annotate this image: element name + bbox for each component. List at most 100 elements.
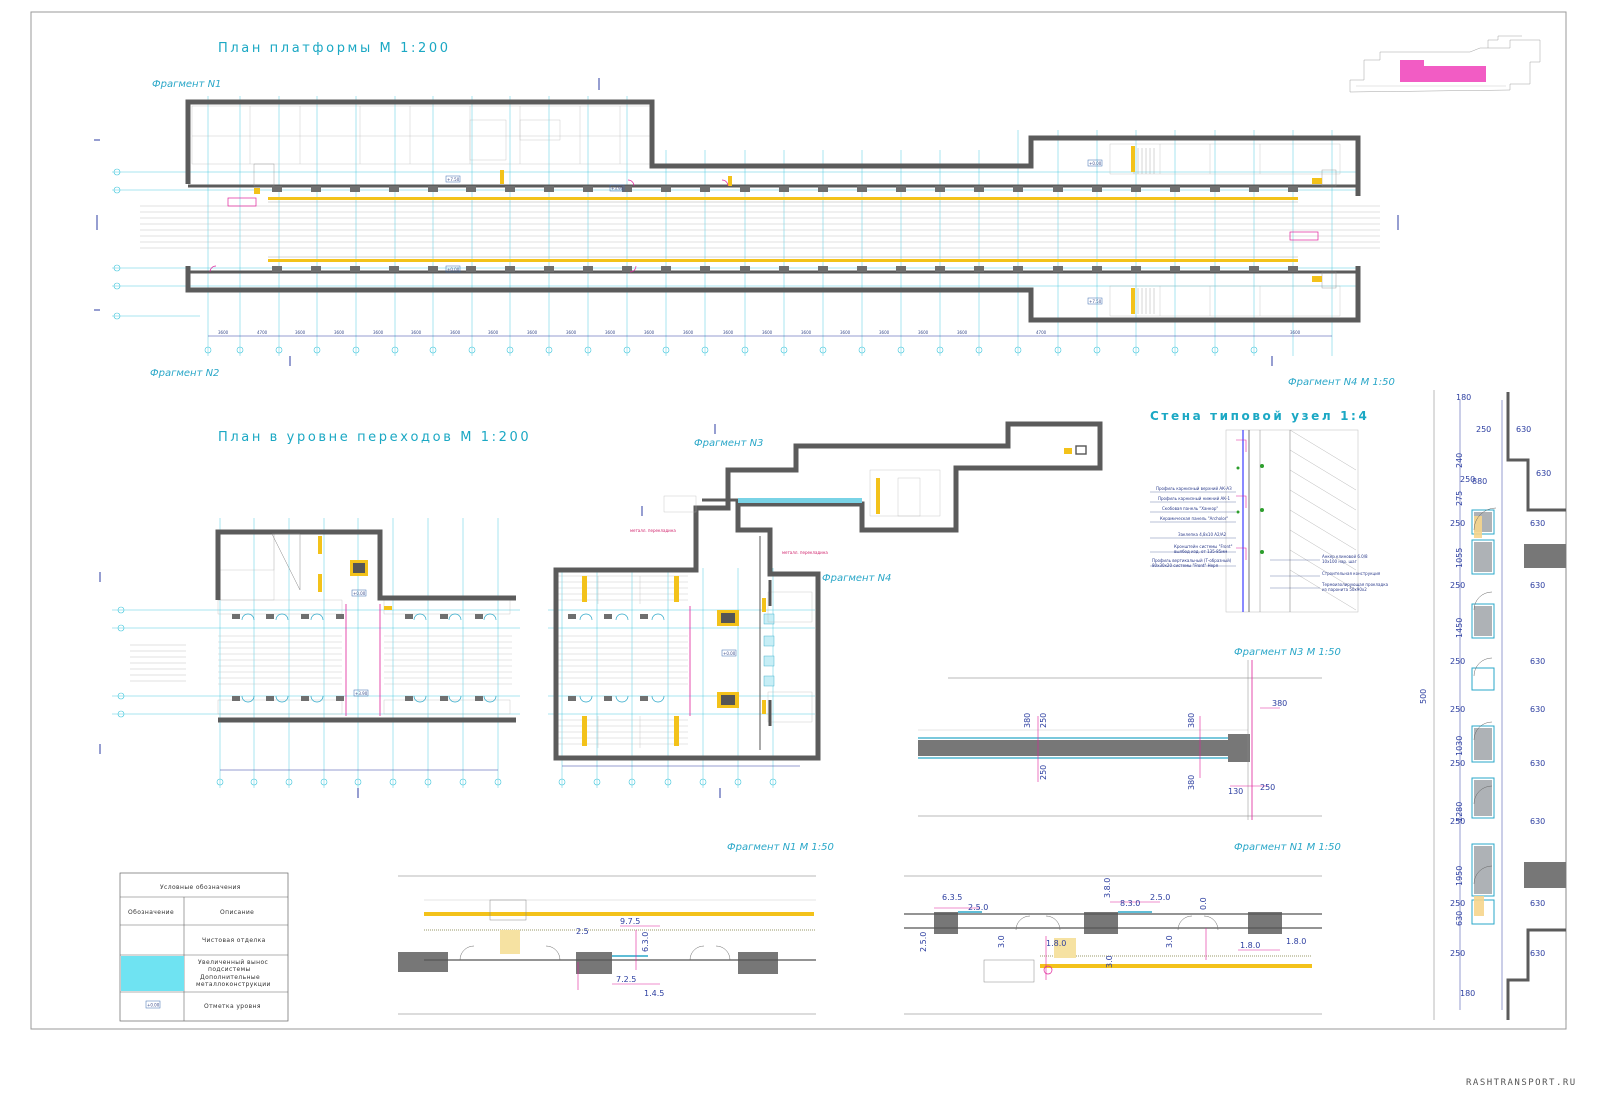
svg-text:630: 630 [1530, 519, 1545, 528]
fragment-label-n2: Фрагмент N2 [150, 368, 219, 379]
svg-text:Керамическая панель "Archolor": Керамическая панель "Archolor" [1160, 516, 1228, 521]
svg-text:подсистемы: подсистемы [208, 966, 251, 973]
svg-text:630: 630 [1516, 425, 1531, 434]
svg-text:630: 630 [1530, 817, 1545, 826]
svg-text:Профиль карнизный верхний А: Профиль карнизный верхний АК-АЗ [1156, 486, 1232, 491]
columns-row-top [272, 186, 1298, 192]
note-metal-crossbar-2: металл. перекладина [782, 550, 828, 555]
svg-text:250: 250 [1039, 765, 1048, 780]
watermark: RASHTRANSPORT.RU [1466, 1078, 1577, 1088]
svg-text:3600: 3600 [488, 330, 499, 335]
svg-text:380: 380 [1272, 699, 1287, 708]
passages-right-stairs [556, 575, 688, 748]
svg-text:250: 250 [1039, 713, 1048, 728]
legend-swatch-cyan [121, 956, 184, 991]
svg-text:3600: 3600 [334, 330, 345, 335]
svg-text:2.5: 2.5 [576, 927, 589, 936]
passages-left-arches [241, 613, 497, 703]
wall-node-title: Стена типовой узел 1:4 [1150, 409, 1369, 423]
stair-hatch-right [1133, 148, 1155, 314]
legend-row-level: Отметка уровня [204, 1003, 261, 1010]
svg-text:130: 130 [1228, 787, 1243, 796]
svg-text:металлоконструкции: металлоконструкции [196, 981, 271, 988]
svg-text:3600: 3600 [218, 330, 229, 335]
svg-text:250: 250 [1450, 581, 1465, 590]
fragment-n3-detail: 380 380 250 250 380 380 130 250 [918, 660, 1322, 820]
svg-text:1450: 1450 [1455, 618, 1464, 638]
svg-text:3600: 3600 [527, 330, 538, 335]
svg-text:1.4.5: 1.4.5 [644, 989, 664, 998]
platform-outer-wall-bottom [185, 266, 1361, 323]
svg-text:3600: 3600 [683, 330, 694, 335]
svg-text:3600: 3600 [605, 330, 616, 335]
svg-text:630: 630 [1536, 469, 1551, 478]
svg-text:3600: 3600 [840, 330, 851, 335]
svg-text:250: 250 [1260, 783, 1275, 792]
svg-text:Заклепка 4,8х10 А2/А2: Заклепка 4,8х10 А2/А2 [1178, 532, 1227, 537]
svg-text:+7.50: +7.50 [447, 177, 460, 182]
svg-text:3.0: 3.0 [997, 935, 1006, 948]
fragment-n4-detail: 240 275 1055 1450 500 1030 1280 1950 630… [1419, 390, 1567, 1020]
passages-right-wall [553, 421, 1103, 761]
svg-text:250: 250 [1450, 519, 1465, 528]
magenta-details-platform [209, 179, 1319, 273]
svg-text:Термоизолирующая прокладка: Термоизолирующая прокладка [1321, 582, 1389, 587]
svg-text:3600: 3600 [879, 330, 890, 335]
svg-text:3600: 3600 [918, 330, 929, 335]
svg-text:Дополнительные: Дополнительные [200, 974, 260, 981]
svg-text:+0.00: +0.00 [353, 591, 366, 596]
svg-text:180: 180 [1460, 989, 1475, 998]
platform-grid [112, 96, 1360, 356]
svg-text:240: 240 [1455, 453, 1464, 468]
svg-text:380: 380 [1023, 713, 1032, 728]
track-lines [140, 205, 1380, 249]
fragment-label-n1-scale-a: Фрагмент N1 М 1:50 [727, 842, 834, 853]
svg-text:3.8.0: 3.8.0 [1103, 878, 1112, 898]
section-marks-platform [94, 78, 1399, 366]
legend-header: Условные обозначения [160, 884, 241, 891]
axis-bubbles-bottom [204, 346, 1258, 354]
fragment-label-n3-scale: Фрагмент N3 М 1:50 [1234, 647, 1341, 658]
svg-text:1950: 1950 [1455, 866, 1464, 886]
svg-text:3600: 3600 [723, 330, 734, 335]
svg-text:6.3.0: 6.3.0 [641, 932, 650, 952]
svg-text:630: 630 [1455, 911, 1464, 926]
svg-text:250: 250 [1450, 657, 1465, 666]
svg-text:250: 250 [1460, 475, 1475, 484]
platform-outer-wall-top [185, 99, 1361, 196]
passages-right-grid [548, 568, 815, 788]
svg-text:1055: 1055 [1455, 548, 1464, 568]
svg-text:2.5.0: 2.5.0 [919, 932, 928, 952]
svg-text:+7.50: +7.50 [1089, 299, 1102, 304]
fragment-n1-detail-a: 9.7.5 2.5 6.3.0 7.2.5 1.4.5 [398, 875, 816, 1015]
svg-text:1.8.0: 1.8.0 [1286, 937, 1306, 946]
svg-text:Профиль карнизный нижний АК: Профиль карнизный нижний АК-1 [1158, 496, 1231, 501]
svg-text:250: 250 [1450, 705, 1465, 714]
svg-text:+0.00: +0.00 [147, 1003, 160, 1008]
fragment-label-n4-scale: Фрагмент N4 М 1:50 [1288, 377, 1395, 388]
fragment-n4-dims-left: 240 275 1055 1450 500 1030 1280 1950 630 [1419, 453, 1464, 926]
svg-text:630: 630 [1530, 949, 1545, 958]
legend-col-desc: Описание [220, 909, 254, 916]
svg-text:3600: 3600 [450, 330, 461, 335]
svg-text:3.0: 3.0 [1105, 955, 1114, 968]
svg-text:+3.90: +3.90 [355, 691, 368, 696]
svg-text:9.7.5: 9.7.5 [620, 917, 640, 926]
svg-text:380: 380 [1187, 775, 1196, 790]
svg-text:250: 250 [1450, 899, 1465, 908]
passages-left-bubbles [117, 606, 502, 786]
passages-left-grid [112, 518, 520, 788]
svg-text:1.8.0: 1.8.0 [1240, 941, 1260, 950]
legend-row-finish: Чистовая отделка [202, 937, 266, 944]
svg-text:+0.00: +0.00 [447, 267, 460, 272]
wall-node-detail: Профиль карнизный верхний АК-АЗ Профиль … [1150, 429, 1389, 613]
passages-left-columns [232, 614, 483, 701]
platform-edge-bottom [268, 259, 1298, 262]
svg-text:380: 380 [1187, 713, 1196, 728]
svg-text:Строительная конструкция: Строительная конструкция [1322, 571, 1381, 576]
svg-text:3600: 3600 [411, 330, 422, 335]
fragment-label-n3: Фрагмент N3 [694, 438, 763, 449]
